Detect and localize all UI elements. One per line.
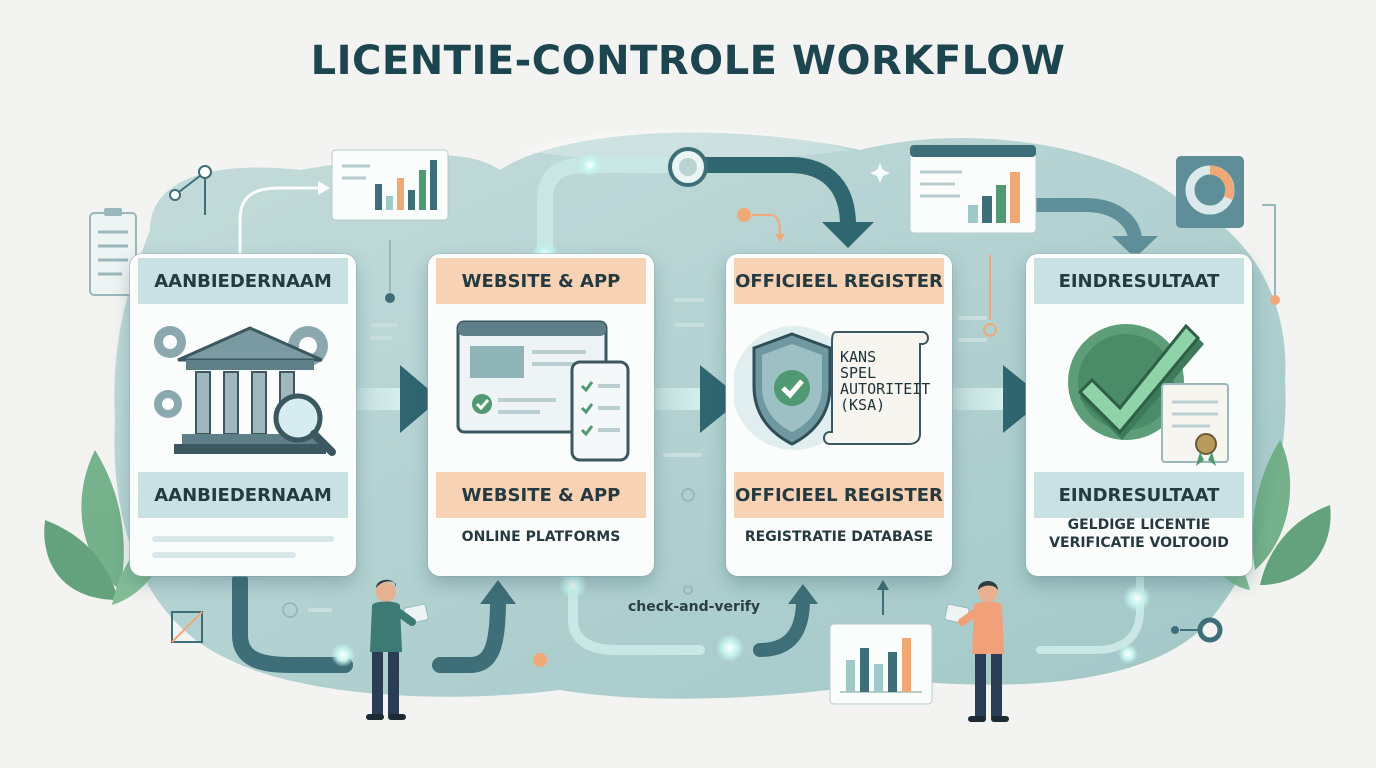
step-card-website-app: WEBSITE & APP WEBSITE & APP ONLINE PLATF xyxy=(428,254,654,576)
step-card-provider: AANBIEDERNAAM xyxy=(130,254,356,576)
scroll-text-line: SPEL xyxy=(840,364,876,382)
step-label: OFFICIEEL REGISTER xyxy=(734,472,944,518)
step-card-official-register: OFFICIEEL REGISTER KANS SPEL AUTORITEIT … xyxy=(726,254,952,576)
placeholder-line xyxy=(152,552,296,558)
clipboard-icon xyxy=(89,208,137,296)
down-arrow-head-right xyxy=(1112,236,1158,258)
bar-chart-card-top-left xyxy=(331,149,449,221)
bank-with-magnifier-icon xyxy=(138,310,348,468)
flow-caption: check-and-verify xyxy=(628,599,760,615)
browser-and-phone-icon xyxy=(436,310,646,468)
step-subtitle-line: GELDIGE LICENTIE xyxy=(1067,517,1211,533)
step-header: WEBSITE & APP xyxy=(436,258,646,304)
flow-arrows xyxy=(354,365,1045,433)
scroll-text-line: KANS xyxy=(840,348,876,366)
person-left-figure xyxy=(366,579,429,720)
step-subtitle: REGISTRATIE DATABASE xyxy=(744,529,934,545)
step-subtitle: GELDIGE LICENTIE VERIFICATIE VOLTOOID xyxy=(1036,516,1242,552)
shield-and-scroll-icon: KANS SPEL AUTORITEIT (KSA) xyxy=(732,310,944,468)
placeholder-line xyxy=(152,536,334,542)
step-subtitle: ONLINE PLATFORMS xyxy=(461,529,621,545)
donut-chart-card xyxy=(1176,156,1244,228)
background-blob xyxy=(114,132,1286,699)
network-nodes xyxy=(169,165,212,215)
scroll-text-line: AUTORITEIT xyxy=(840,380,930,398)
step-label: EINDRESULTAAT xyxy=(1034,472,1244,518)
step-header: OFFICIEEL REGISTER xyxy=(734,258,944,304)
down-arrow-head xyxy=(822,222,874,248)
step-label: WEBSITE & APP xyxy=(436,472,646,518)
bar-chart-card-top-right xyxy=(909,144,1037,234)
step-header: EINDRESULTAAT xyxy=(1034,258,1244,304)
step-subtitle-line: VERIFICATIE VOLTOOID xyxy=(1049,535,1229,551)
bar-chart-card-bottom xyxy=(829,623,933,705)
scroll-text-line: (KSA) xyxy=(840,396,885,414)
checkmark-and-certificate-icon xyxy=(1034,310,1244,468)
step-card-result: EINDRESULTAAT EINDRESULTAAT GELDIGE LICE… xyxy=(1026,254,1252,576)
person-right-figure xyxy=(944,581,1009,722)
step-header: AANBIEDERNAAM xyxy=(138,258,348,304)
step-label: AANBIEDERNAAM xyxy=(138,472,348,518)
page-title: LICENTIE-CONTROLE WORKFLOW xyxy=(310,38,1066,84)
